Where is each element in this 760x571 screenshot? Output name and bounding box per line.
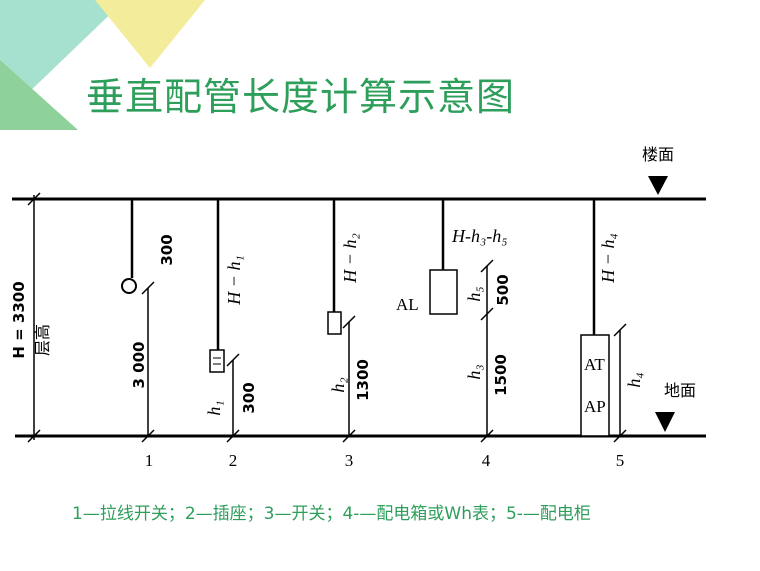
floor-top-marker-icon: [648, 176, 668, 195]
decor-triangle-yellow: [95, 0, 205, 68]
floor-ground-marker-icon: [655, 412, 675, 432]
dist-box-icon: [429, 269, 458, 315]
page-title: 垂直配管长度计算示意图: [86, 75, 516, 119]
h2-label: h₂: [328, 377, 348, 392]
h4-formula-label: H − h₄: [598, 233, 618, 283]
story-height-label: 层高: [33, 324, 52, 356]
h3-label: h₃: [464, 364, 484, 379]
position-2-label: 2: [229, 451, 238, 470]
dim-500-label: 500: [494, 274, 512, 305]
decor-triangle-green: [0, 60, 78, 130]
dim-3000-label: 3 000: [130, 342, 148, 389]
dim-1300-label: 1300: [354, 359, 372, 401]
cabinet-icon: [580, 334, 610, 437]
h2-formula-label: H − h₂: [340, 233, 360, 283]
h1-label: h₁: [204, 400, 224, 415]
dim-300-top-label: 300: [158, 234, 176, 265]
position-3-label: 3: [345, 451, 354, 470]
floor-ground-label: 地面: [664, 381, 696, 400]
pull-switch-icon: [121, 278, 137, 294]
dim-1500-label: 1500: [492, 354, 510, 396]
socket-icon: [209, 349, 225, 373]
h4-label: h₄: [624, 372, 644, 387]
h1-formula-label: H − h₁: [224, 255, 244, 305]
h3h5-formula-label: H-h₃-h₅: [451, 226, 508, 246]
position-5-label: 5: [616, 451, 625, 470]
legend-caption: 1—拉线开关；2—插座；3—开关；4-—配电箱或Wh表；5-—配电柜: [72, 504, 591, 524]
al-label: AL: [396, 295, 419, 314]
floor-top-label: 楼面: [642, 145, 674, 164]
total-height-label: H = 3300: [10, 281, 28, 358]
ap-label: AP: [584, 397, 606, 416]
dim-300-bottom-label: 300: [240, 382, 258, 413]
position-4-label: 4: [482, 451, 491, 470]
h5-label: h₅: [464, 286, 484, 301]
at-label: AT: [584, 355, 605, 374]
position-1-label: 1: [145, 451, 154, 470]
switch-icon: [327, 311, 342, 335]
